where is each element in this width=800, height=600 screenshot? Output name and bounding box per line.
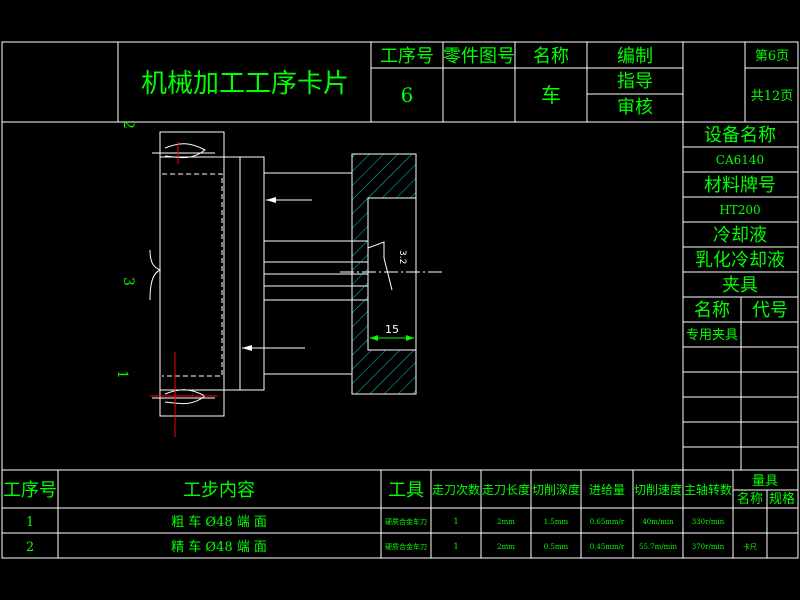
clamp-top: [164, 143, 206, 159]
header-compile-label: 编制: [617, 46, 653, 67]
cell-length: 2mm: [497, 518, 515, 526]
header-part-drawing-label: 零件图号: [443, 46, 515, 67]
callout-2: 2: [120, 120, 136, 129]
th-feed: 进给量: [589, 483, 625, 497]
cell-tool: 硬质合金车刀: [385, 517, 427, 526]
th-gauge: 量具: [752, 474, 778, 489]
table-row: 1 粗 车 Ø48 端 面 硬质合金车刀 1 2mm 1.5mm 0.65mm/…: [26, 514, 725, 530]
cell-passes: 1: [453, 517, 458, 526]
callout-3: 3: [120, 277, 136, 286]
header-guide-label: 指导: [617, 71, 653, 92]
clamp-bottom: [164, 389, 206, 405]
th-speed: 切削速度: [634, 482, 682, 497]
roughness-symbol: [367, 241, 393, 291]
fixture-name-value: 专用夹具: [686, 328, 738, 343]
th-tool: 工具: [388, 480, 424, 501]
th-passes: 走刀次数: [432, 482, 480, 497]
material-label: 材料牌号: [704, 175, 776, 196]
fixture-label: 夹具: [722, 275, 758, 296]
header: 机械加工工序卡片 工序号 零件图号 名称 编制 指导 审核 第6页 共12页 6…: [141, 46, 793, 118]
table-grid: [1, 41, 799, 559]
page-total: 共12页: [751, 89, 794, 104]
cell-content: 精 车 Ø48 端 面: [171, 539, 267, 555]
cell-feed: 0.45mm/r: [590, 543, 625, 551]
th-depth: 切削深度: [532, 482, 580, 497]
workpiece-section: [351, 153, 417, 395]
cell-no: 2: [26, 540, 34, 555]
cell-gauge-name: 卡尺: [743, 542, 757, 551]
cell-tool: 硬质合金车刀: [385, 542, 427, 551]
fixture-body: [159, 156, 241, 391]
th-gauge-spec: 规格: [769, 491, 795, 507]
equipment-label: 设备名称: [704, 125, 776, 146]
th-spindle: 主轴转数: [684, 482, 732, 497]
cell-no: 1: [26, 515, 34, 530]
fixture-flange: [239, 156, 265, 391]
fixture-plate: [159, 131, 225, 417]
header-review-label: 审核: [617, 97, 653, 118]
th-length: 走刀长度: [482, 482, 530, 497]
cell-speed: 55.7m/min: [639, 543, 677, 551]
th-gauge-name: 名称: [737, 491, 763, 507]
table-row: 2 精 车 Ø48 端 面 硬质合金车刀 1 2mm 0.5mm 0.45mm/…: [26, 539, 757, 555]
cell-speed: 40m/min: [642, 518, 674, 526]
page-number: 第6页: [755, 49, 789, 64]
cell-spindle: 330r/min: [692, 518, 725, 526]
cell-spindle: 370r/min: [692, 543, 725, 551]
arrow-head: [242, 345, 252, 351]
coolant-label: 冷却液: [713, 225, 767, 246]
steps-table-header: 工序号 工步内容 工具 走刀次数 走刀长度 切削深度 进给量 切削速度 主轴转数…: [3, 474, 795, 507]
equipment-value: CA6140: [716, 153, 764, 167]
header-name-label: 名称: [533, 46, 569, 67]
cell-depth: 1.5mm: [544, 518, 569, 526]
th-content: 工步内容: [183, 480, 255, 501]
part-drawing: 3.2 15 2 3 1: [114, 120, 444, 437]
process-no-value: 6: [401, 83, 414, 107]
fixture-name-label: 名称: [694, 300, 730, 321]
header-process-no-label: 工序号: [380, 46, 434, 67]
cell-length: 2mm: [497, 543, 515, 551]
coolant-value: 乳化冷却液: [695, 250, 785, 271]
arrow-head: [266, 197, 276, 203]
fixture-code-label: 代号: [752, 300, 788, 321]
brace-mark: [149, 249, 162, 301]
material-value: HT200: [719, 203, 760, 217]
cell-passes: 1: [453, 542, 458, 551]
hidden-outline: [162, 173, 223, 377]
process-name-value: 车: [541, 83, 561, 107]
cell-content: 粗 车 Ø48 端 面: [171, 514, 267, 530]
th-process-no: 工序号: [3, 480, 57, 501]
callout-1: 1: [114, 370, 130, 379]
cell-depth: 0.5mm: [544, 543, 569, 551]
equipment-panel: 设备名称 CA6140 材料牌号 HT200 冷却液 乳化冷却液 夹具 名称 代…: [686, 125, 788, 343]
card-title: 机械加工工序卡片: [141, 69, 349, 99]
dimension-value: 15: [385, 323, 399, 336]
cell-feed: 0.65mm/r: [590, 518, 625, 526]
roughness-value: 3.2: [397, 250, 407, 264]
